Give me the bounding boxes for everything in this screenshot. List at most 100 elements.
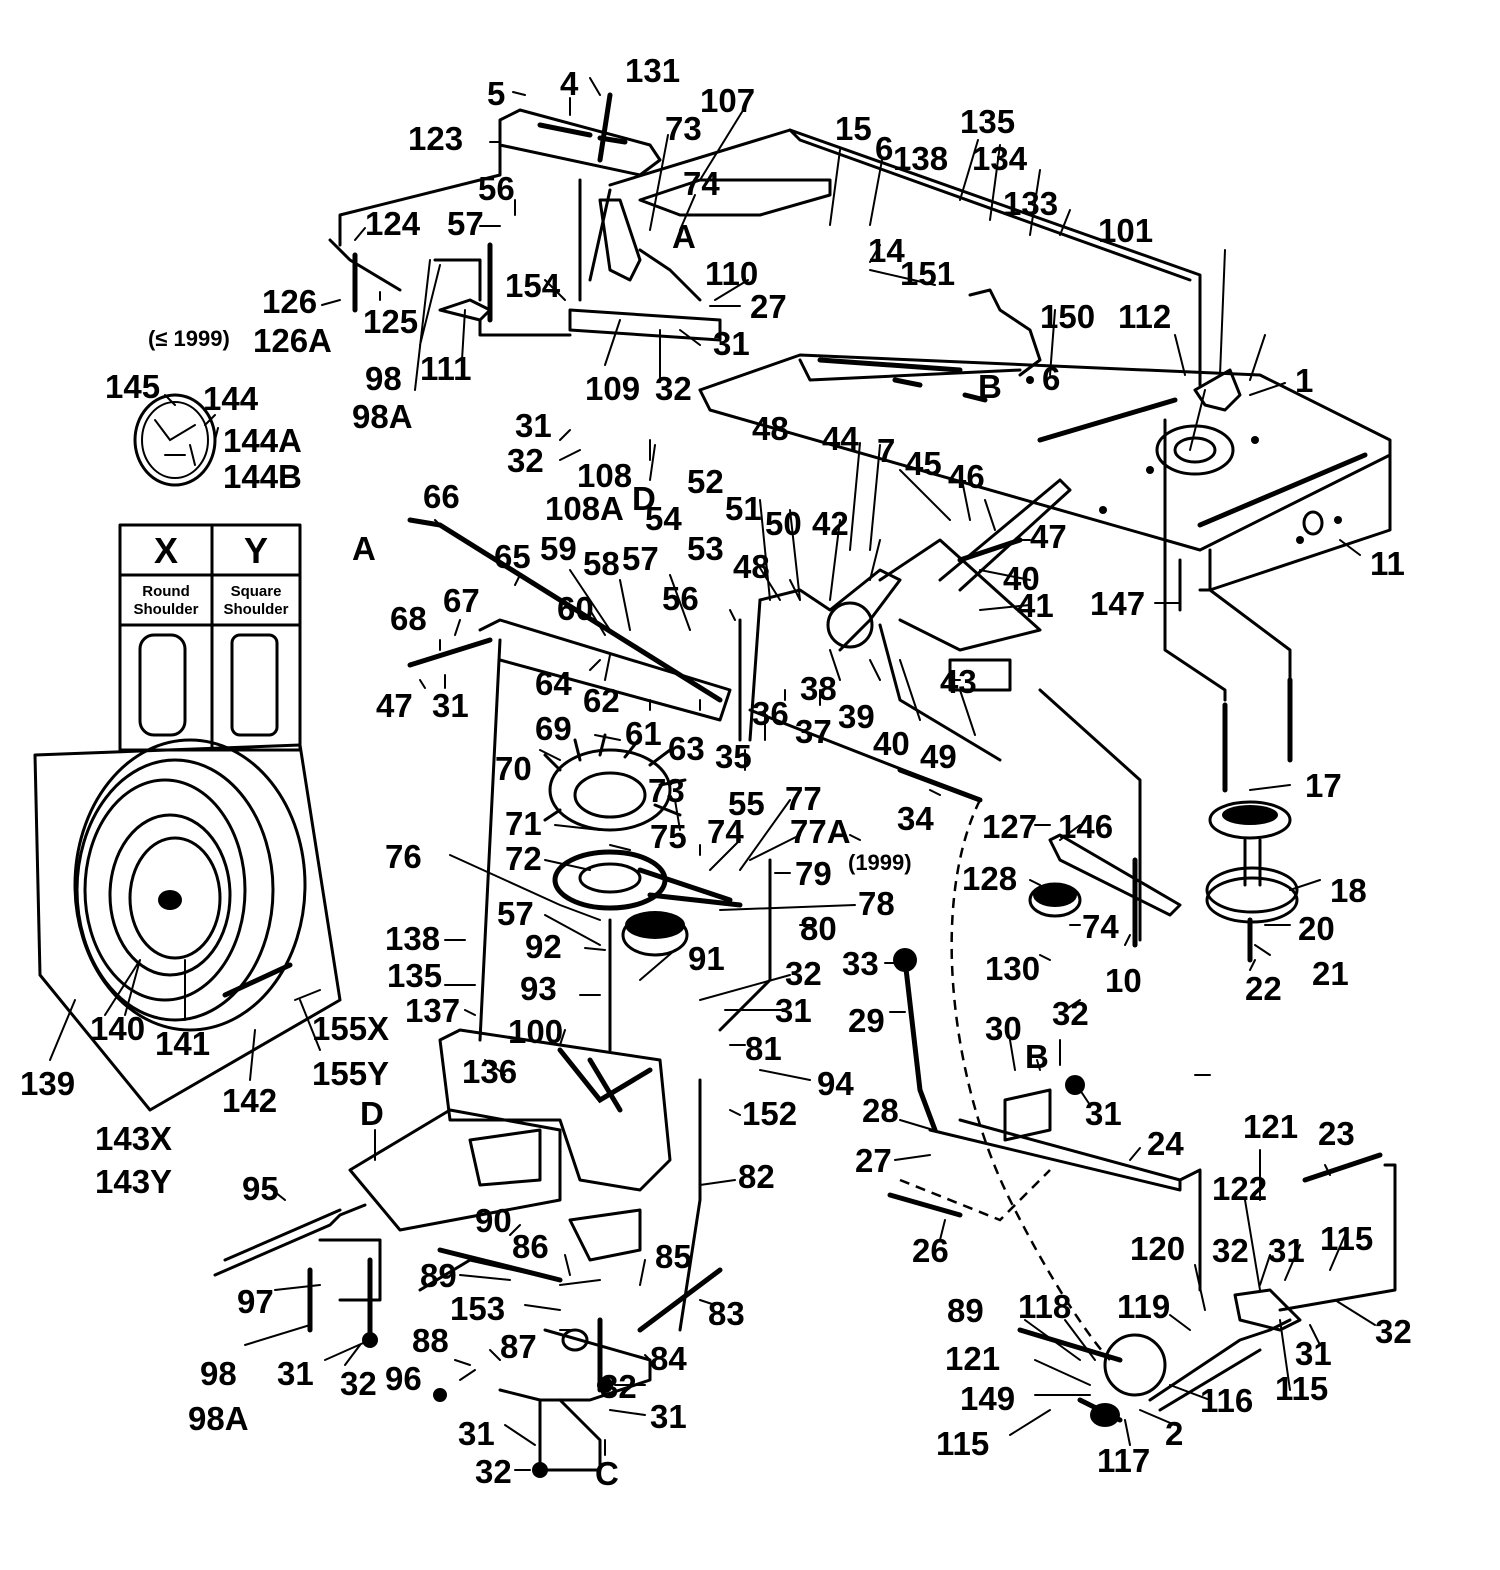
callout-71: 71 bbox=[505, 805, 542, 842]
ref-letter-a: A bbox=[672, 218, 696, 255]
callout-144b: 144B bbox=[223, 458, 302, 495]
callout-94: 94 bbox=[817, 1065, 854, 1102]
callout-155x: 155X bbox=[312, 1010, 389, 1047]
callout-31-e: 31 bbox=[1085, 1095, 1122, 1132]
ref-letter-a-2: A bbox=[352, 530, 376, 567]
callout-125: 125 bbox=[363, 303, 418, 340]
callout-138: 138 bbox=[893, 140, 948, 177]
callout-46: 46 bbox=[948, 458, 985, 495]
callout-31-c: 31 bbox=[432, 687, 469, 724]
callout-52: 52 bbox=[687, 463, 724, 500]
table-x-desc-line1: Round bbox=[142, 583, 189, 600]
callout-100: 100 bbox=[508, 1013, 563, 1050]
drive-belt bbox=[899, 799, 1111, 1361]
callout-26: 26 bbox=[912, 1232, 949, 1269]
callout-97: 97 bbox=[237, 1283, 274, 1320]
callout-15: 15 bbox=[835, 110, 872, 147]
callout-115-b: 115 bbox=[1275, 1370, 1328, 1407]
idler-bracket bbox=[1028, 833, 1182, 948]
callout-116: 116 bbox=[1200, 1382, 1253, 1419]
callout-54: 54 bbox=[645, 500, 682, 537]
callout-2: 2 bbox=[1165, 1415, 1183, 1452]
callout-139: 139 bbox=[20, 1065, 75, 1102]
callout-112: 112 bbox=[1118, 298, 1171, 335]
callout-128: 128 bbox=[962, 860, 1017, 897]
ref-letter-d-2: D bbox=[360, 1095, 384, 1132]
callout-42: 42 bbox=[812, 505, 849, 542]
callout-33: 33 bbox=[842, 945, 879, 982]
callout-93: 93 bbox=[520, 970, 557, 1007]
callout-91: 91 bbox=[688, 940, 725, 977]
callout-57: 57 bbox=[447, 205, 484, 242]
callout-155y: 155Y bbox=[312, 1055, 389, 1092]
callout-32-g: 32 bbox=[340, 1365, 377, 1402]
callout-31-g: 31 bbox=[1295, 1335, 1332, 1372]
callout-79: 79 bbox=[795, 855, 832, 892]
deck-pulley bbox=[1205, 800, 1299, 963]
callout-153: 153 bbox=[450, 1290, 505, 1327]
callout-70: 70 bbox=[495, 750, 532, 787]
year-note-le-1999: (≤ 1999) bbox=[148, 326, 230, 351]
callout-89-b: 89 bbox=[947, 1292, 984, 1329]
callout-32-f: 32 bbox=[1375, 1313, 1412, 1350]
callout-60: 60 bbox=[557, 590, 594, 627]
callout-115-c: 115 bbox=[936, 1425, 989, 1462]
callout-31: 31 bbox=[713, 325, 750, 362]
callout-22: 22 bbox=[1245, 970, 1282, 1007]
callout-20: 20 bbox=[1298, 910, 1335, 947]
callout-73: 73 bbox=[665, 110, 702, 147]
callout-28: 28 bbox=[862, 1092, 899, 1129]
callout-58: 58 bbox=[583, 545, 620, 582]
callout-98: 98 bbox=[365, 360, 402, 397]
callout-23: 23 bbox=[1318, 1115, 1355, 1152]
table-y-desc-line1: Square bbox=[231, 583, 282, 600]
clutch-pedal bbox=[887, 948, 1202, 1292]
seat-bracket bbox=[328, 92, 722, 342]
callout-40: 40 bbox=[1003, 560, 1040, 597]
callout-31-b: 31 bbox=[515, 407, 552, 444]
callout-63: 63 bbox=[668, 730, 705, 767]
callout-115: 115 bbox=[1320, 1220, 1373, 1257]
callout-75: 75 bbox=[650, 818, 687, 855]
callout-55: 55 bbox=[728, 785, 765, 822]
rear-wheel-box bbox=[33, 738, 342, 1112]
callout-73-b: 73 bbox=[648, 772, 685, 809]
callout-48-b: 48 bbox=[733, 548, 770, 585]
table-header-x: X bbox=[154, 530, 178, 571]
callout-5: 5 bbox=[487, 75, 505, 112]
callout-6-b: 6 bbox=[1042, 360, 1060, 397]
callout-50: 50 bbox=[765, 505, 802, 542]
callout-39: 39 bbox=[838, 698, 875, 735]
callout-41: 41 bbox=[1017, 587, 1054, 624]
callout-18: 18 bbox=[1330, 872, 1367, 909]
callout-1: 1 bbox=[1295, 362, 1313, 399]
callout-77: 77 bbox=[785, 780, 822, 817]
callout-32-h: 32 bbox=[600, 1368, 637, 1405]
callout-126: 126 bbox=[262, 283, 317, 320]
callout-31-i: 31 bbox=[650, 1398, 687, 1435]
callout-144a: 144A bbox=[223, 422, 302, 459]
callout-38: 38 bbox=[800, 670, 837, 707]
callout-141: 141 bbox=[155, 1025, 210, 1062]
callout-85: 85 bbox=[655, 1238, 692, 1275]
chassis-frame bbox=[608, 128, 1392, 793]
callout-74-b: 74 bbox=[707, 813, 744, 850]
callout-90: 90 bbox=[475, 1202, 512, 1239]
ref-letter-b: B bbox=[978, 368, 1002, 405]
callout-47: 47 bbox=[1030, 518, 1067, 555]
leader-lines bbox=[49, 77, 1376, 1471]
table-y-desc-line2: Shoulder bbox=[223, 601, 288, 618]
callout-82: 82 bbox=[738, 1158, 775, 1195]
callout-78: 78 bbox=[858, 885, 895, 922]
callout-151: 151 bbox=[900, 255, 955, 292]
callout-17: 17 bbox=[1305, 767, 1342, 804]
callout-117: 117 bbox=[1097, 1442, 1150, 1479]
callout-7: 7 bbox=[877, 432, 895, 469]
callout-31-j: 31 bbox=[458, 1415, 495, 1452]
callout-149: 149 bbox=[960, 1380, 1015, 1417]
callout-84: 84 bbox=[650, 1340, 687, 1377]
callout-59: 59 bbox=[540, 530, 577, 567]
year-note-1999: (1999) bbox=[848, 850, 912, 875]
callout-36: 36 bbox=[752, 695, 789, 732]
